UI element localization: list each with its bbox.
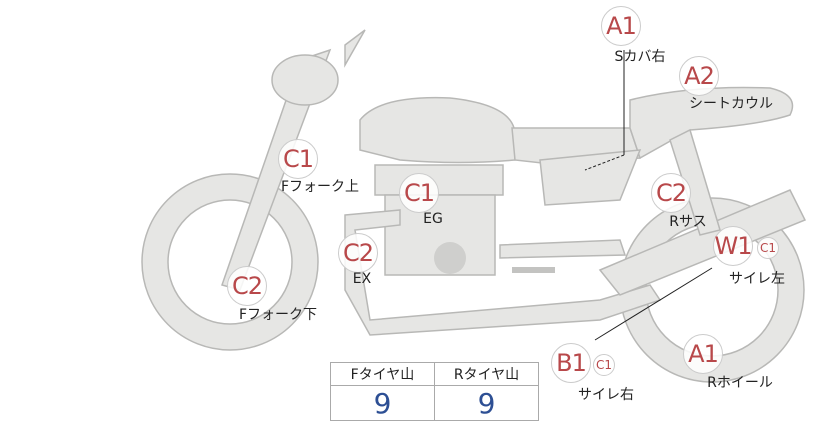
part-badge[interactable]: C2 xyxy=(338,233,378,273)
part-badge[interactable]: W1 xyxy=(713,226,753,266)
part-badge[interactable]: B1 xyxy=(551,343,591,383)
part-label: Rホイール xyxy=(707,375,773,391)
part-badge[interactable]: C2 xyxy=(651,173,691,213)
part-label: Fフォーク下 xyxy=(238,307,318,323)
rear-tire-header: Rタイヤ山 xyxy=(434,362,539,386)
part-label: Sカバ右 xyxy=(614,49,666,65)
front-tire-value: 9 xyxy=(330,385,435,421)
part-label: シートカウル xyxy=(689,96,773,112)
part-label: EX xyxy=(352,271,372,287)
part-badge[interactable]: A1 xyxy=(683,334,723,374)
rear-tire-value: 9 xyxy=(434,385,539,421)
part-sub-badge[interactable]: C1 xyxy=(593,354,615,376)
part-label: Fフォーク上 xyxy=(280,179,360,195)
part-sub-badge[interactable]: C1 xyxy=(757,237,779,259)
front-tire-header: Fタイヤ山 xyxy=(330,362,435,386)
part-label: EG xyxy=(423,211,443,227)
part-badge[interactable]: A1 xyxy=(601,6,641,46)
part-label: サイレ右 xyxy=(578,387,634,403)
part-badge[interactable]: C2 xyxy=(227,266,267,306)
part-badge[interactable]: C1 xyxy=(399,173,439,213)
part-label: サイレ左 xyxy=(729,271,785,287)
part-badge[interactable]: C1 xyxy=(278,139,318,179)
part-label: Rサス xyxy=(669,214,707,230)
part-badge[interactable]: A2 xyxy=(679,56,719,96)
